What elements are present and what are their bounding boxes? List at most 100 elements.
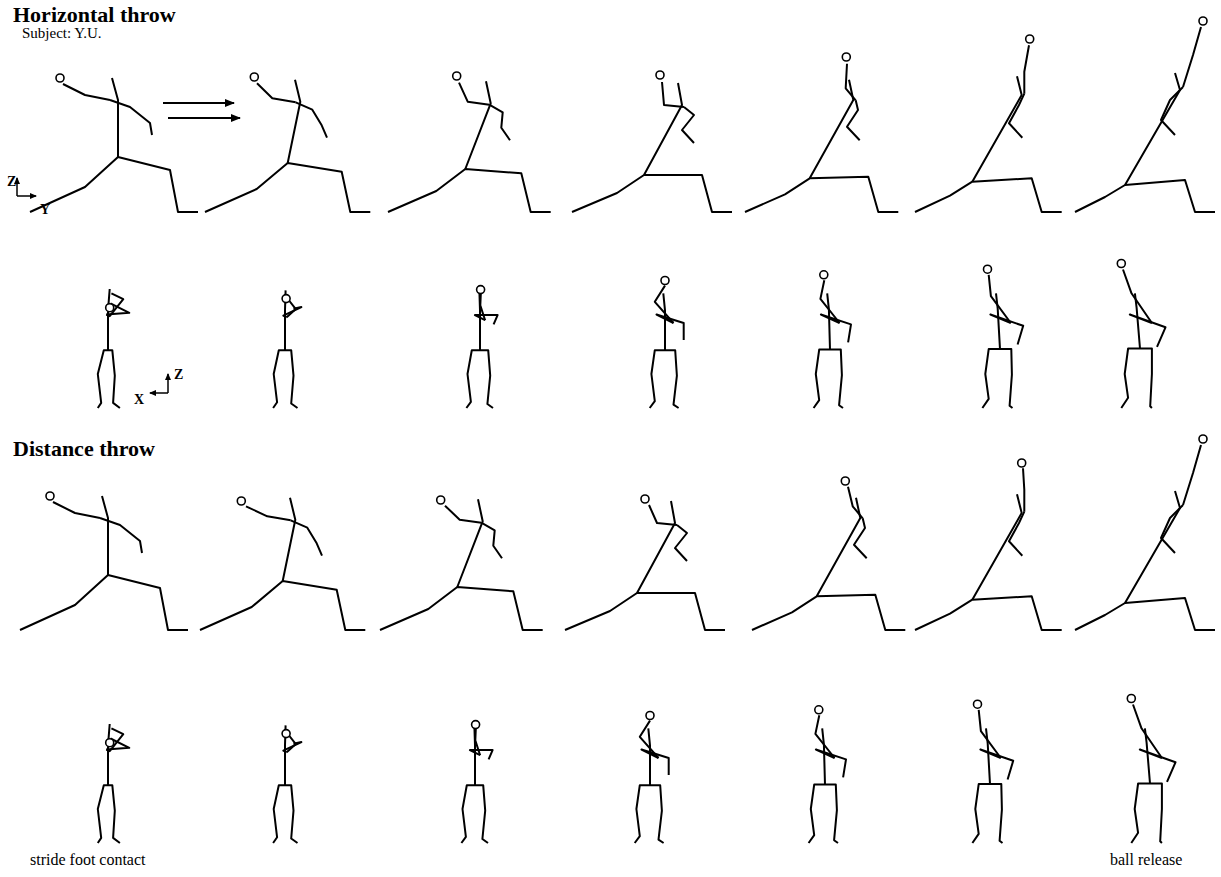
limb-segment xyxy=(996,293,1000,349)
limb-segment xyxy=(675,525,687,561)
stick-figure xyxy=(814,271,851,408)
limb-segment xyxy=(649,505,677,525)
axis-label: Z xyxy=(7,175,16,189)
ball xyxy=(1026,35,1034,43)
limb-segment xyxy=(470,750,493,759)
limb-segment xyxy=(817,498,861,597)
limb-segment xyxy=(982,349,1012,408)
limb-segment xyxy=(20,575,188,630)
stick-figure xyxy=(380,496,543,630)
axis-label: X xyxy=(134,393,144,407)
limb-segment xyxy=(459,83,489,105)
limb-segment xyxy=(273,350,297,408)
limb-segment xyxy=(461,785,488,843)
stick-figure xyxy=(1075,435,1215,630)
limb-segment xyxy=(1130,315,1166,347)
limb-segment xyxy=(296,102,327,137)
limb-segment xyxy=(1075,180,1215,212)
limb-segment xyxy=(752,595,905,630)
limb-segment xyxy=(662,82,684,107)
stick-figure xyxy=(972,700,1013,843)
limb-segment xyxy=(642,750,669,776)
limb-segment xyxy=(100,518,142,553)
limb-segment xyxy=(972,784,1002,843)
limb-segment xyxy=(106,728,123,751)
limb-segment xyxy=(1009,512,1024,556)
ball xyxy=(815,706,823,714)
subject-label: Subject: Y.U. xyxy=(22,26,102,41)
ball xyxy=(656,71,664,79)
limb-segment xyxy=(854,518,867,558)
ball xyxy=(984,265,992,273)
stick-figure xyxy=(461,721,492,843)
limb-segment xyxy=(1024,45,1029,93)
section-heading: Distance throw xyxy=(13,438,155,460)
limb-segment xyxy=(1125,73,1180,185)
limb-segment xyxy=(98,350,120,408)
limb-segment xyxy=(283,498,296,581)
limb-segment xyxy=(200,581,365,630)
limb-segment xyxy=(257,83,296,102)
limb-segment xyxy=(445,506,481,523)
stick-figure xyxy=(650,277,684,409)
ball xyxy=(1127,695,1135,703)
stick-figure xyxy=(809,706,846,843)
ball xyxy=(1199,17,1207,25)
limb-segment xyxy=(822,728,825,784)
ball xyxy=(841,477,849,485)
ball xyxy=(1199,435,1207,443)
limb-segment xyxy=(814,350,843,408)
limb-segment xyxy=(466,350,493,408)
limb-segment xyxy=(986,728,990,784)
ball xyxy=(472,721,480,729)
limb-segment xyxy=(1075,598,1215,630)
limb-segment xyxy=(572,175,732,212)
limb-segment xyxy=(745,177,898,212)
limb-segment xyxy=(457,499,482,587)
limb-segment xyxy=(1161,87,1183,135)
stick-figure xyxy=(982,265,1023,408)
ball xyxy=(641,495,649,503)
limb-segment xyxy=(847,100,860,140)
limb-segment xyxy=(650,350,679,408)
limb-segment xyxy=(106,293,123,316)
limb-segment xyxy=(648,728,650,785)
ball xyxy=(842,53,850,61)
limb-segment xyxy=(108,289,110,350)
limb-segment xyxy=(489,105,510,141)
ball xyxy=(106,304,114,312)
stick-figure xyxy=(466,286,497,408)
limb-segment xyxy=(205,163,370,212)
limb-segment xyxy=(98,785,120,843)
limb-segment xyxy=(637,501,675,593)
limb-segment xyxy=(915,596,1062,630)
limb-segment xyxy=(1121,349,1152,409)
limb-segment xyxy=(915,178,1062,212)
limb-segment xyxy=(1009,94,1024,138)
direction-arrow xyxy=(163,103,240,118)
stick-figure xyxy=(205,73,370,212)
ball xyxy=(1117,260,1125,268)
limb-segment xyxy=(1183,27,1201,87)
limb-segment xyxy=(846,64,856,101)
limb-segment xyxy=(1023,468,1024,511)
limb-segment xyxy=(380,587,543,630)
limb-segment xyxy=(821,315,851,343)
limb-segment xyxy=(816,750,846,778)
phase-label: stride foot contact xyxy=(30,852,146,868)
stick-figure xyxy=(752,477,905,630)
limb-segment xyxy=(990,315,1023,345)
limb-segment xyxy=(810,80,854,179)
stick-figure xyxy=(1117,260,1165,409)
stick-figure xyxy=(565,495,725,630)
limb-segment xyxy=(481,523,502,559)
limb-segment xyxy=(565,593,725,630)
stick-figure xyxy=(915,35,1062,212)
limb-segment xyxy=(1183,445,1201,505)
ball xyxy=(56,74,64,82)
ball xyxy=(237,497,245,505)
limb-segment xyxy=(112,78,118,157)
limb-segment xyxy=(980,750,1013,780)
stick-figure xyxy=(915,459,1062,630)
